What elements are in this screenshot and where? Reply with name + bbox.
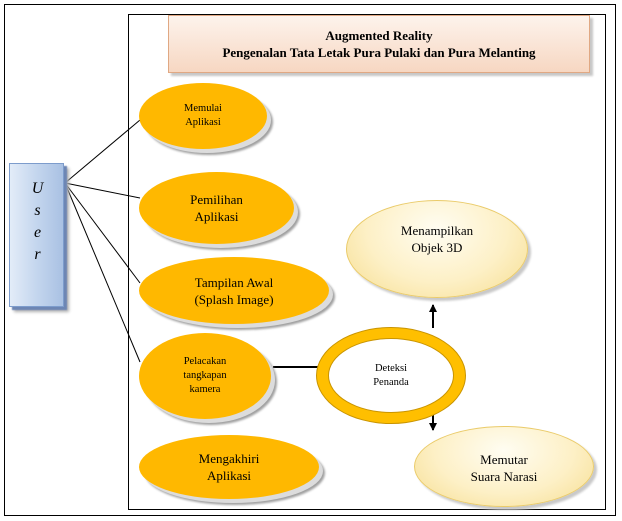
diagram-title: Augmented Reality Pengenalan Tata Letak … <box>168 15 590 73</box>
detection-inner: Deteksi Penanda <box>328 338 454 413</box>
actor-label: U s e r <box>10 178 65 266</box>
usecase-label: kamera <box>189 384 221 395</box>
title-line-2: Pengenalan Tata Letak Pura Pulaki dan Pu… <box>222 45 536 60</box>
title-line-1: Augmented Reality <box>325 28 433 43</box>
association-select <box>64 182 141 199</box>
usecase-label: Mengakhiri <box>198 451 260 466</box>
usecase-splash-screen: Tampilan Awal (Splash Image) <box>139 257 329 324</box>
usecase-play-narration: Memutar Suara Narasi <box>414 426 594 507</box>
association-start <box>64 119 141 184</box>
detection-label: Deteksi <box>374 362 408 374</box>
association-splash <box>64 182 141 284</box>
usecase-label: tangkapan <box>183 370 227 381</box>
usecase-label: Aplikasi <box>194 209 239 224</box>
detection-label: Penanda <box>373 376 409 388</box>
usecase-label: Pemilihan <box>190 192 243 207</box>
actor-letter: s <box>34 202 41 219</box>
actor-letter: U <box>31 180 44 197</box>
usecase-label: (Splash Image) <box>194 291 274 307</box>
outcome-label: Menampilkan <box>400 223 474 238</box>
usecase-label: Pelacakan <box>183 356 227 367</box>
usecase-label: Aplikasi <box>206 468 252 483</box>
actor-letter: r <box>34 246 41 263</box>
usecase-start-app: Memulai Aplikasi <box>139 83 267 149</box>
usecase-select-app: Pemilihan Aplikasi <box>139 172 294 244</box>
usecase-label: Aplikasi <box>185 117 221 128</box>
outcome-label: Memutar <box>480 452 528 467</box>
actor-user: U s e r <box>9 163 64 307</box>
outcome-label: Suara Narasi <box>470 469 538 484</box>
outcome-label: Objek 3D <box>411 240 463 255</box>
usecase-camera-tracking: Pelacakan tangkapan kamera <box>139 333 271 419</box>
actor-letter: e <box>33 224 42 241</box>
usecase-label: Memulai <box>184 103 222 114</box>
page-frame <box>4 4 616 516</box>
usecase-exit-app: Mengakhiri Aplikasi <box>139 435 319 499</box>
usecase-marker-detection: Deteksi Penanda <box>316 327 466 424</box>
association-tracking <box>64 182 141 363</box>
usecase-show-3d-object: Menampilkan Objek 3D <box>346 200 528 298</box>
system-boundary <box>128 14 606 510</box>
usecase-label: Tampilan Awal <box>194 274 274 290</box>
